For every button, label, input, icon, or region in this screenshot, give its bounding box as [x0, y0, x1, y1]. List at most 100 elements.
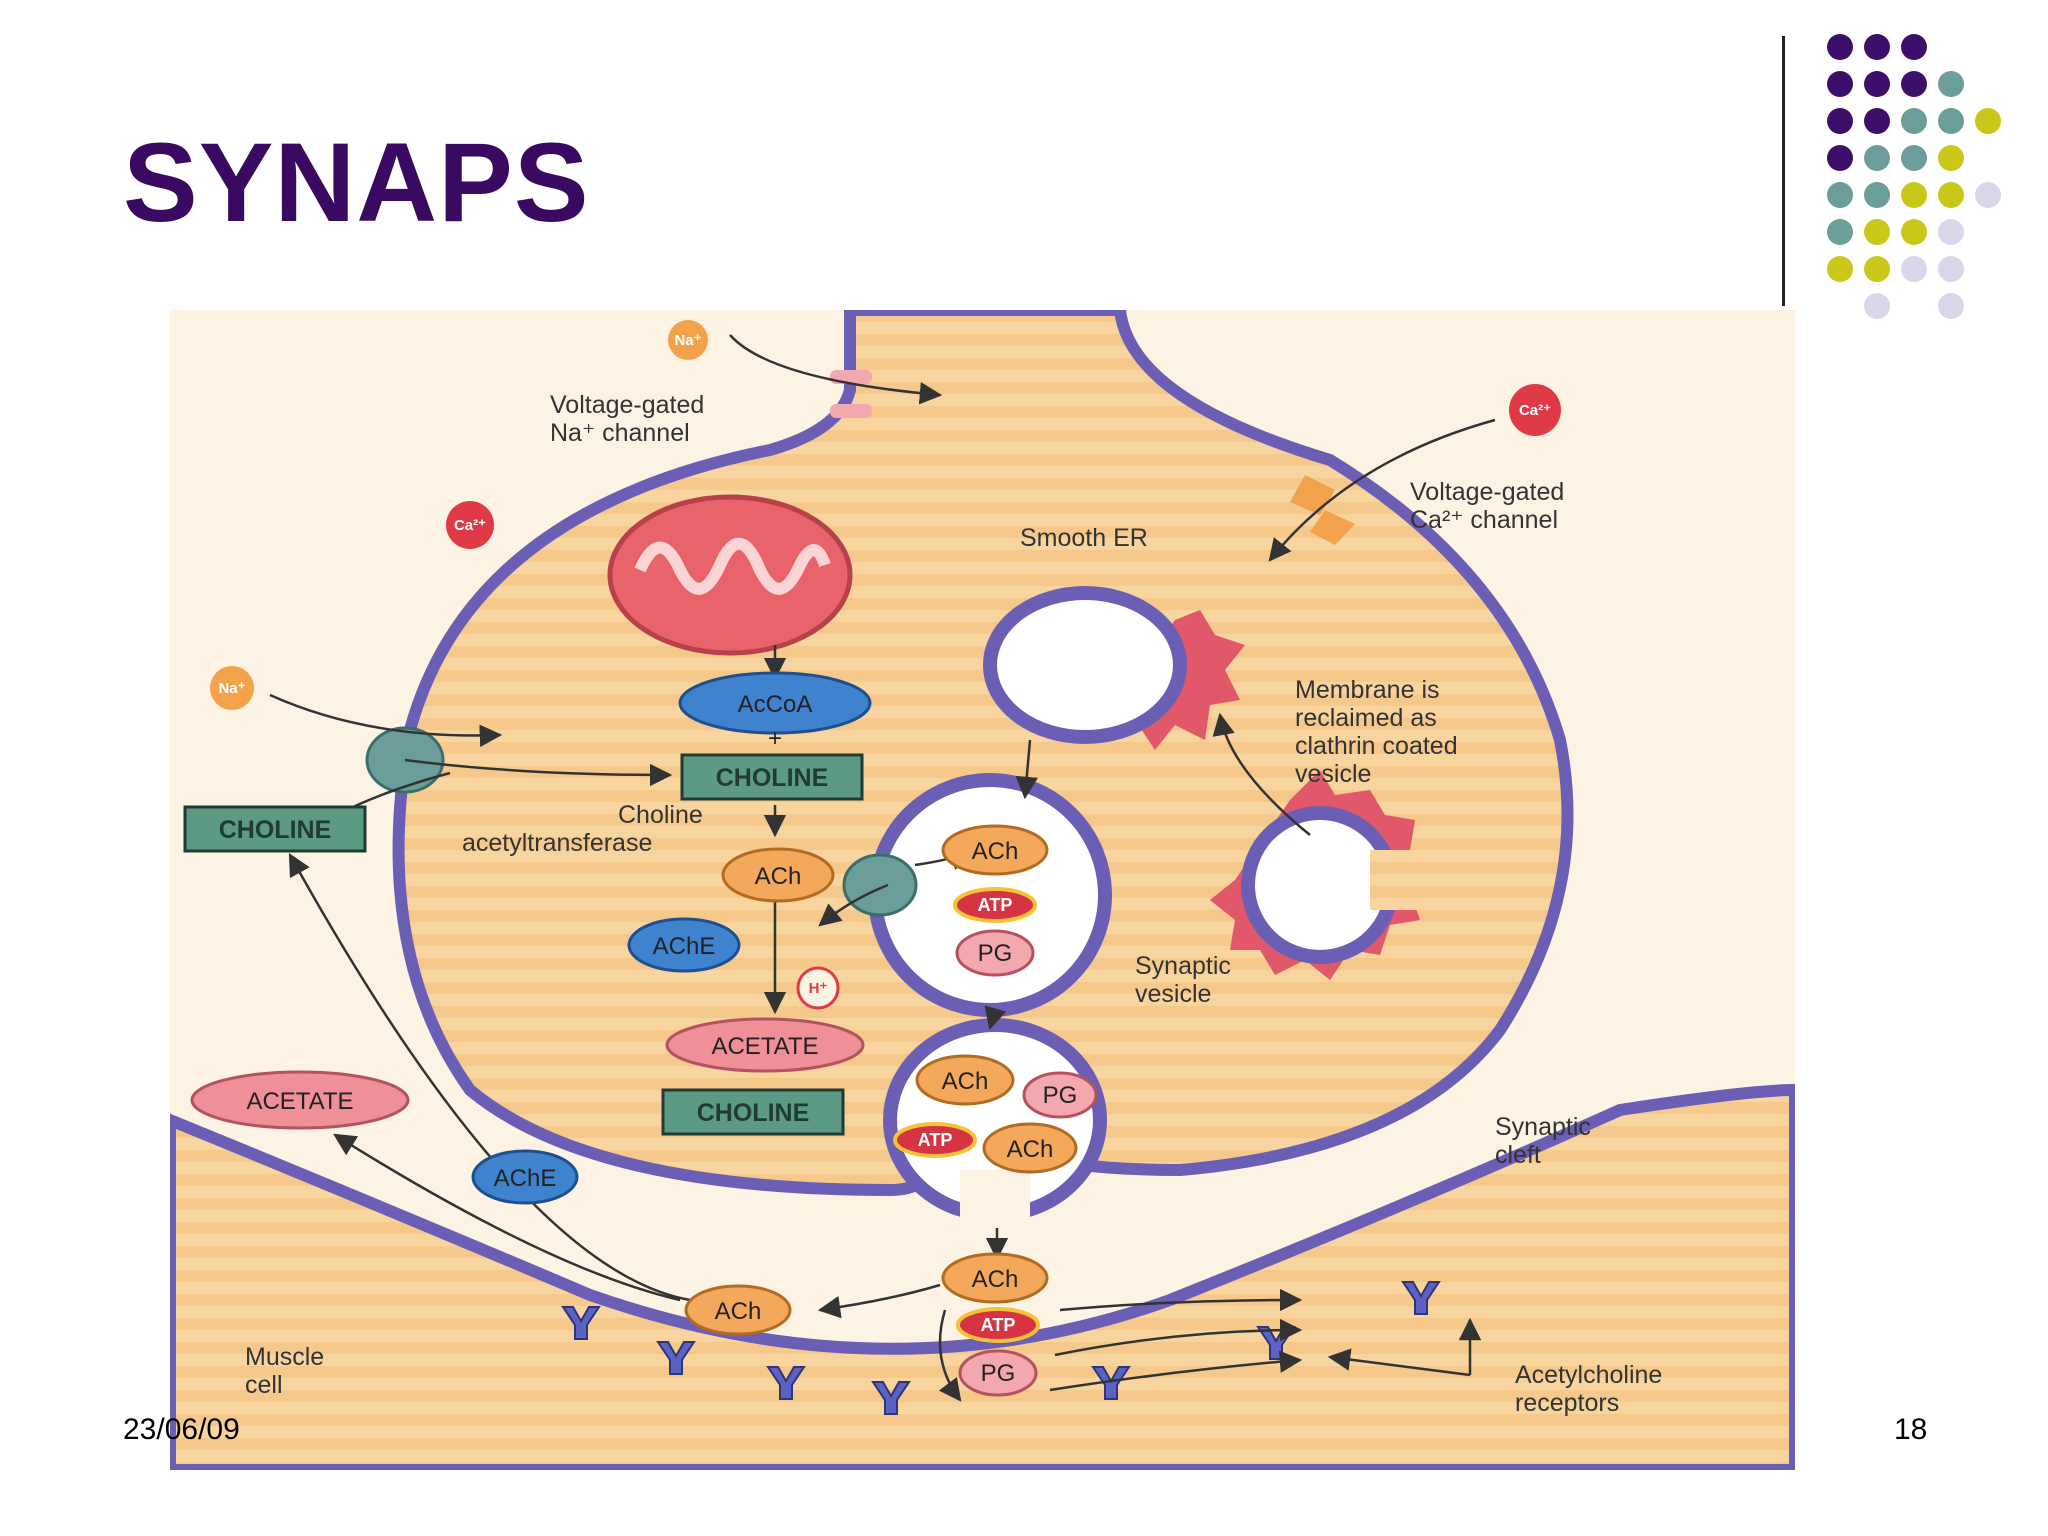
plus-sign: +	[768, 725, 782, 752]
acetate-molecule-outside: ACETATE	[190, 1070, 410, 1130]
label-synaptic-cleft-1: Synaptic	[1495, 1113, 1591, 1141]
svg-text:ACh: ACh	[972, 1266, 1019, 1293]
na-ion-top: Na⁺	[668, 320, 708, 360]
ach-released: ACh	[941, 1252, 1049, 1304]
svg-text:ACETATE: ACETATE	[711, 1033, 818, 1060]
choline-box-terminal: CHOLINE	[680, 753, 864, 801]
atp-in-vesicle: ATP	[953, 887, 1037, 923]
footer-date: 23/06/09	[123, 1413, 240, 1446]
accoa-molecule: AcCoA	[678, 671, 872, 735]
decorative-dot	[1901, 71, 1927, 97]
decorative-dot	[1938, 108, 1964, 134]
decorative-dot	[1901, 256, 1927, 282]
ach-in-cleft-left: ACh	[684, 1284, 792, 1336]
ach-in-vesicle: ACh	[941, 824, 1049, 876]
mitochondrion	[607, 494, 853, 656]
choline-box-lower: CHOLINE	[661, 1088, 845, 1136]
ache-molecule-terminal: AChE	[627, 917, 741, 973]
decorative-dot	[1975, 108, 2001, 134]
decorative-dot	[1938, 71, 1964, 97]
ca-ion-right: Ca²⁺	[1509, 384, 1561, 436]
decorative-dot	[1864, 293, 1890, 319]
decorative-dot	[1975, 182, 2001, 208]
svg-text:Na⁺: Na⁺	[674, 332, 701, 349]
svg-text:AChE: AChE	[494, 1165, 557, 1192]
acetylcholine-receptors	[561, 1281, 1441, 1415]
svg-text:ACh: ACh	[942, 1068, 989, 1095]
ach-in-fusing-vesicle-2: ACh	[982, 1122, 1078, 1174]
svg-text:ATP: ATP	[918, 1130, 953, 1150]
svg-text:PG: PG	[981, 1360, 1016, 1387]
h-ion: H⁺	[796, 966, 840, 1010]
decorative-dot	[1864, 182, 1890, 208]
label-smooth-er: Smooth ER	[1020, 524, 1148, 552]
decorative-dot	[1901, 182, 1927, 208]
label-choline-acetyltransferase-1: Choline	[618, 801, 703, 829]
label-voltage-ca-1: Voltage-gated	[1410, 478, 1564, 506]
na-ion-left: Na⁺	[210, 666, 254, 710]
label-voltage-na-2: Na⁺ channel	[550, 419, 690, 447]
ach-molecule-cytoplasm: ACh	[721, 847, 835, 903]
decorative-dot	[1938, 182, 1964, 208]
svg-text:CHOLINE: CHOLINE	[716, 764, 829, 792]
decorative-dot	[1901, 145, 1927, 171]
atp-in-fusing-vesicle: ATP	[893, 1122, 977, 1158]
decorative-dot	[1864, 145, 1890, 171]
decorative-dot	[1938, 256, 1964, 282]
decorative-dot	[1901, 34, 1927, 60]
decorative-dot	[1938, 219, 1964, 245]
decorative-dot	[1827, 108, 1853, 134]
vesicle-transporter	[842, 853, 918, 917]
svg-text:ACh: ACh	[1007, 1136, 1054, 1163]
svg-text:ACh: ACh	[972, 838, 1019, 865]
clathrin-coated-pit	[1210, 770, 1450, 980]
decorative-dot	[1827, 71, 1853, 97]
label-membrane-4: vesicle	[1295, 760, 1371, 788]
svg-text:Na⁺: Na⁺	[218, 680, 245, 697]
svg-text:Ca²⁺: Ca²⁺	[1519, 402, 1551, 419]
footer-page-number: 18	[1894, 1413, 1928, 1446]
label-choline-acetyltransferase-2: acetyltransferase	[462, 829, 652, 857]
smooth-er-vesicle	[983, 586, 1245, 750]
svg-text:AChE: AChE	[653, 933, 716, 960]
decorative-dot	[1864, 34, 1890, 60]
label-receptors-2: receptors	[1515, 1389, 1619, 1417]
ca-ion-left: Ca²⁺	[446, 501, 494, 549]
svg-text:H⁺: H⁺	[809, 980, 828, 997]
svg-text:ACh: ACh	[755, 863, 802, 890]
svg-text:AcCoA: AcCoA	[738, 691, 813, 718]
decorative-dot	[1827, 219, 1853, 245]
label-synaptic-cleft-2: cleft	[1495, 1141, 1541, 1169]
decorative-dot	[1938, 145, 1964, 171]
pg-in-vesicle: PG	[955, 929, 1035, 977]
decorative-dot	[1864, 219, 1890, 245]
synapse-diagram: Na⁺ Ca²⁺ Ca²⁺ Na⁺ H⁺ AcCoA + CHOLINE CHO…	[170, 310, 1795, 1470]
label-receptors-1: Acetylcholine	[1515, 1361, 1662, 1389]
muscle-cell	[170, 1083, 1795, 1470]
ache-molecule-cleft: AChE	[471, 1149, 579, 1205]
pg-released: PG	[958, 1349, 1038, 1397]
decorative-dot-grid	[1827, 34, 2001, 319]
acetate-molecule-terminal: ACETATE	[665, 1017, 865, 1073]
decorative-dot	[1827, 34, 1853, 60]
decorative-dot	[1901, 108, 1927, 134]
svg-text:ACh: ACh	[715, 1298, 762, 1325]
svg-text:ACETATE: ACETATE	[246, 1088, 353, 1115]
svg-text:PG: PG	[1043, 1082, 1078, 1109]
decorative-dot	[1938, 293, 1964, 319]
label-membrane-2: reclaimed as	[1295, 704, 1437, 732]
label-muscle-1: Muscle	[245, 1343, 324, 1371]
decorative-dot	[1864, 71, 1890, 97]
slide-title: SYNAPS	[123, 120, 590, 245]
label-membrane-3: clathrin coated	[1295, 732, 1458, 760]
svg-text:PG: PG	[978, 940, 1013, 967]
label-synaptic-vesicle-1: Synaptic	[1135, 952, 1231, 980]
label-voltage-ca-2: Ca²⁺ channel	[1410, 506, 1558, 534]
label-muscle-2: cell	[245, 1371, 283, 1399]
atp-released: ATP	[956, 1307, 1040, 1343]
svg-text:CHOLINE: CHOLINE	[219, 816, 332, 844]
decorative-divider-line	[1782, 36, 1785, 306]
label-membrane-1: Membrane is	[1295, 676, 1440, 704]
label-voltage-na-1: Voltage-gated	[550, 391, 704, 419]
svg-text:CHOLINE: CHOLINE	[697, 1099, 810, 1127]
